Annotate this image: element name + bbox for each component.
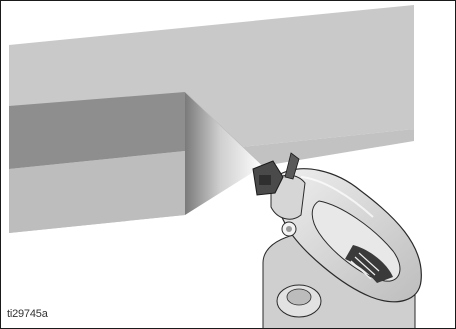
grip-texture (350, 252, 380, 280)
spray-fan (185, 92, 263, 215)
board-front-face (9, 151, 185, 233)
sprayed-band (9, 92, 185, 169)
spray-gun (252, 152, 422, 328)
figure-id-label: ti29745a (7, 308, 48, 320)
spray-edge-top (184, 91, 264, 167)
